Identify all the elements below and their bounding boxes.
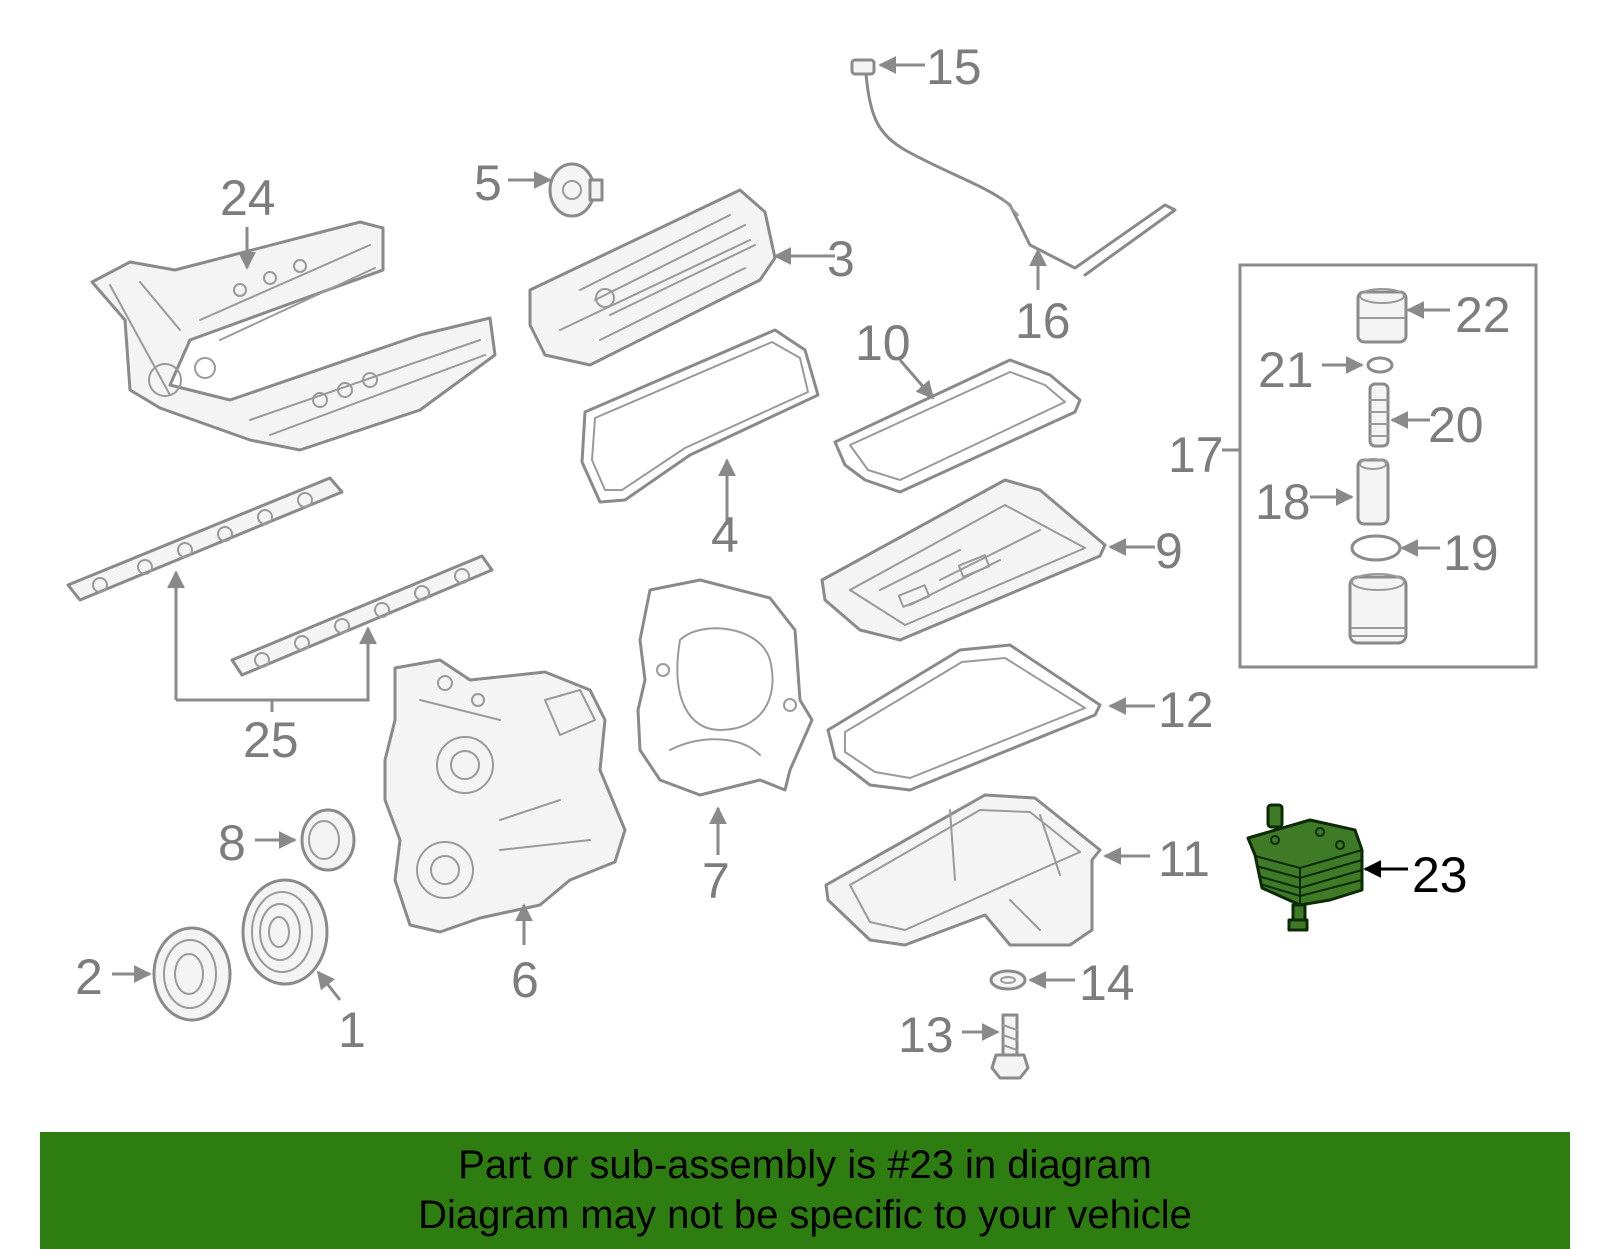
callout-1: 1 [338,1002,366,1058]
banner-line-1: Part or sub-assembly is #23 in diagram [458,1143,1152,1187]
valve-cover-gasket-part[interactable] [580,328,820,504]
callout-25: 25 [243,712,299,768]
oil-filter-group [1222,263,1538,669]
callout-24: 24 [220,170,276,226]
callout-20: 20 [1428,397,1484,453]
damper-pulley-part[interactable] [152,926,232,1022]
callout-3: 3 [827,231,855,287]
filter-housing-cap-part[interactable] [1356,288,1408,344]
timing-cover-part[interactable] [383,658,627,934]
cap-o-ring-part[interactable] [1366,356,1394,374]
front-seal-part[interactable] [300,808,356,872]
callout-18: 18 [1255,474,1311,530]
callout-14: 14 [1079,955,1135,1011]
callout-11: 11 [1158,831,1210,887]
oil-filter-canister-part[interactable] [1348,573,1408,645]
callout-9: 9 [1155,523,1183,579]
callout-17: 17 [1168,427,1224,483]
dipstick-part[interactable] [850,58,1177,277]
banner-line-2: Diagram may not be specific to your vehi… [418,1193,1192,1237]
oil-pan-part[interactable] [824,793,1102,947]
callout-19: 19 [1443,525,1499,581]
oil-pan-gasket-part[interactable] [826,643,1102,792]
filter-standpipe-part[interactable] [1368,382,1390,448]
callout-2: 2 [75,949,103,1005]
timing-cover-gasket-part[interactable] [636,578,814,797]
callout-23: 23 [1412,847,1468,903]
callout-7: 7 [702,853,730,909]
intake-manifold-part[interactable] [90,220,497,452]
oil-filler-cap-part[interactable] [548,162,604,218]
oil-pan-upper-gasket-part[interactable] [833,358,1082,494]
drain-plug-washer-part[interactable] [989,969,1027,991]
callout-15: 15 [926,39,982,95]
callout-13: 13 [898,1007,954,1063]
callout-22: 22 [1455,287,1511,343]
filter-o-ring-part[interactable] [1350,534,1402,562]
valve-cover-part[interactable] [528,188,777,367]
oil-cooler-part-highlighted[interactable] [1246,803,1364,932]
filter-element-part[interactable] [1356,458,1390,526]
intake-gasket-part[interactable] [66,476,494,677]
callout-12: 12 [1158,682,1214,738]
info-banner: Part or sub-assembly is #23 in diagram D… [40,1132,1570,1249]
callout-5: 5 [474,155,502,211]
callout-4: 4 [711,507,739,563]
callout-10: 10 [855,315,911,371]
windage-tray-part[interactable] [820,478,1107,642]
callout-6: 6 [511,952,539,1008]
callout-21: 21 [1258,342,1314,398]
callout-16: 16 [1015,293,1071,349]
callout-8: 8 [218,815,246,871]
crankshaft-pulley-part[interactable] [241,878,329,986]
drain-plug-part[interactable] [990,1013,1030,1080]
